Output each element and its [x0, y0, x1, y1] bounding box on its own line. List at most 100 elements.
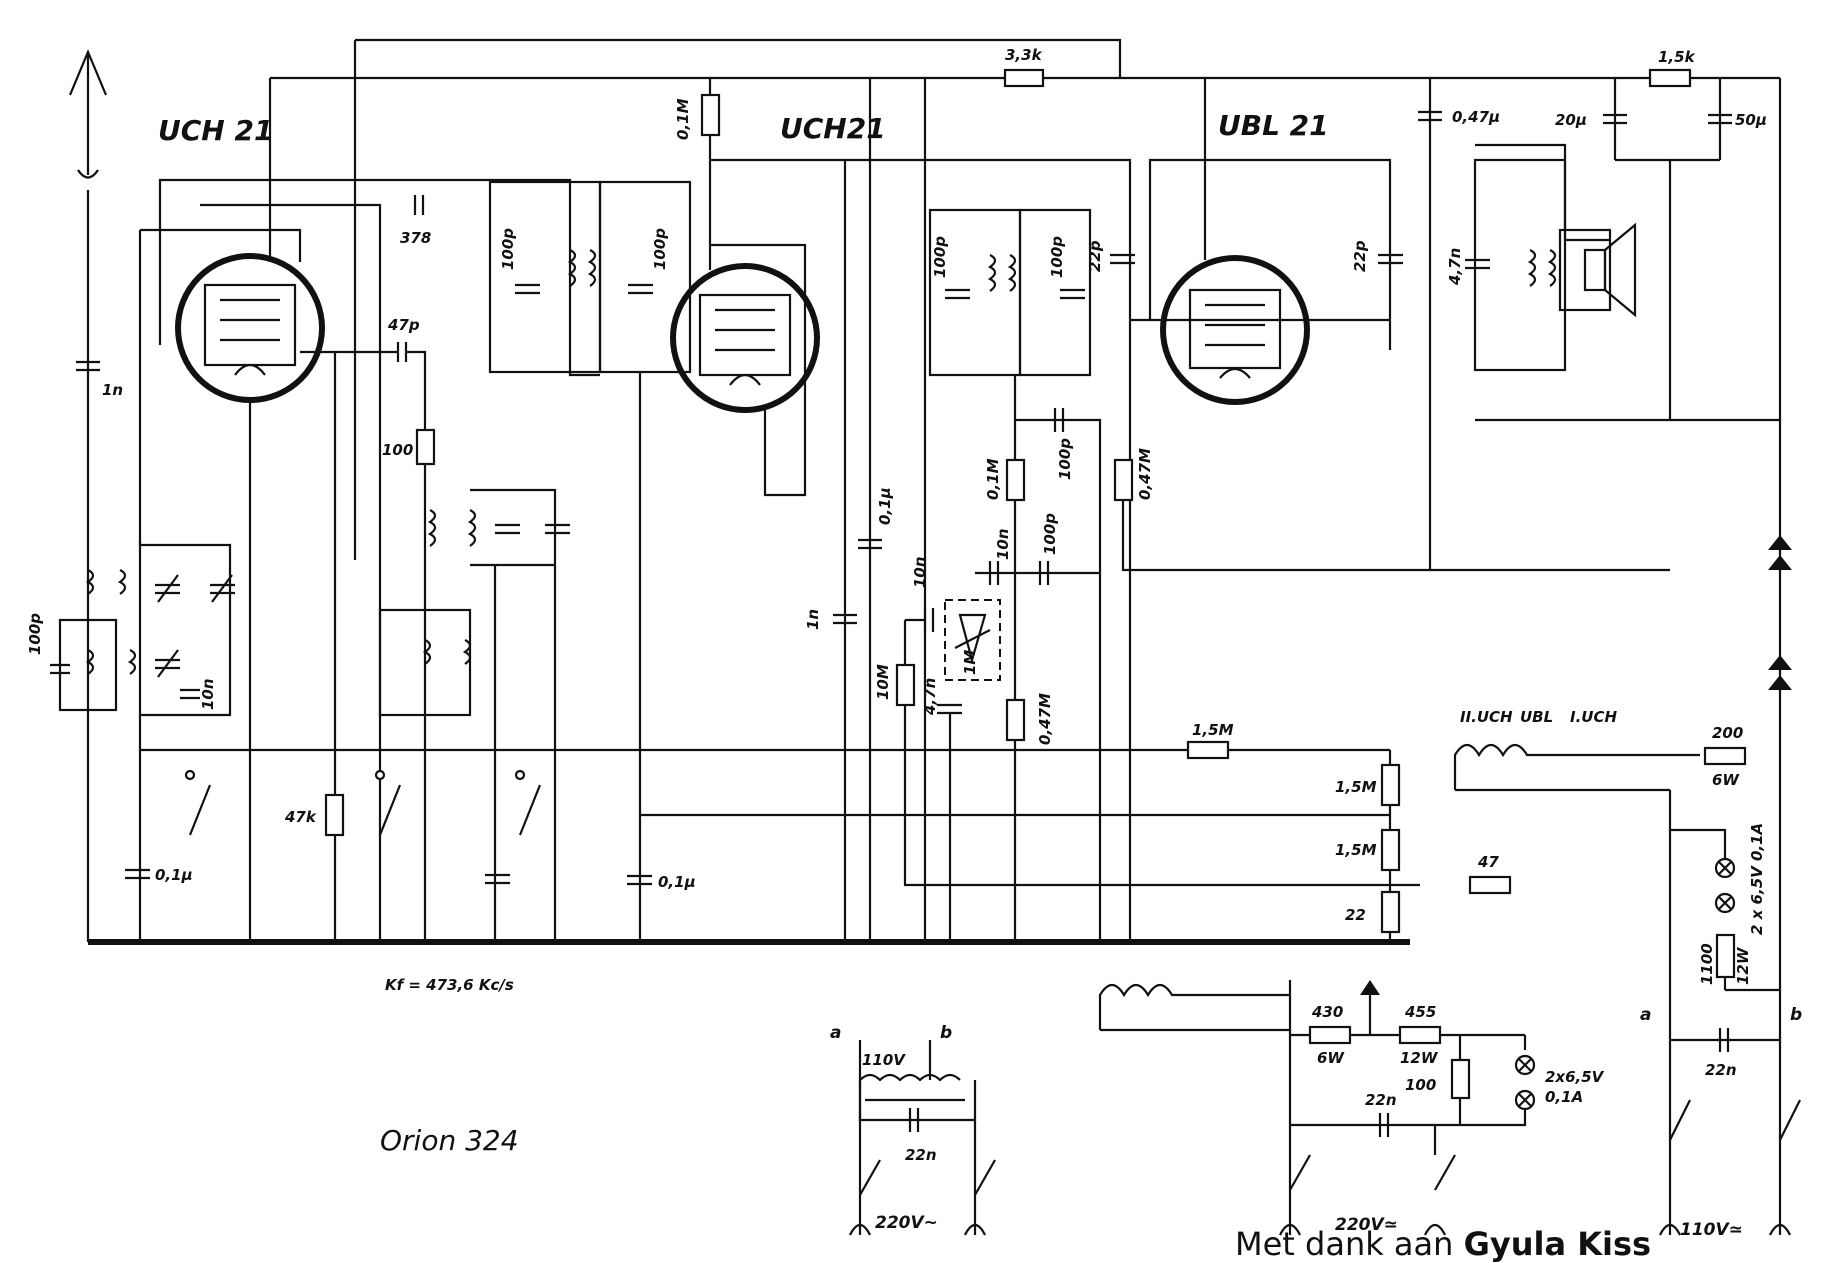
svg-text:1n: 1n: [102, 381, 123, 399]
capacitor-50u: [1708, 113, 1732, 125]
svg-text:1M: 1M: [961, 650, 979, 675]
svg-text:0,1A: 0,1A: [1545, 1088, 1583, 1106]
pilot-lamp-1: [1714, 857, 1736, 879]
svg-text:10M: 10M: [874, 664, 892, 700]
capacitor-22p-a: [1110, 253, 1135, 265]
capacitor-100p-c: [1038, 561, 1050, 585]
resistor-15M-c: [1380, 828, 1401, 872]
svg-text:100p: 100p: [1041, 513, 1059, 555]
svg-text:22n: 22n: [1365, 1091, 1397, 1109]
credit-prefix: Met dank aan: [1235, 1225, 1453, 1263]
svg-text:220V~: 220V~: [875, 1213, 938, 1233]
volume-potentiometer: [944, 599, 1001, 681]
capacitor-047u: [1418, 110, 1442, 122]
svg-text:12W: 12W: [1400, 1049, 1439, 1067]
tube-2: [670, 243, 820, 497]
svg-text:2x6,5V: 2x6,5V: [1545, 1068, 1605, 1086]
pilot-lamp-4: [1514, 1089, 1536, 1111]
top-rail-a: [355, 38, 1122, 78]
svg-text:0,1µ: 0,1µ: [876, 487, 894, 525]
switch-3: [514, 769, 542, 836]
antenna-symbol: [68, 49, 108, 179]
credit-line: Met dank aan Gyula Kiss: [1235, 1225, 1651, 1263]
svg-text:100p: 100p: [1048, 236, 1066, 278]
svg-text:100p: 100p: [499, 228, 517, 270]
tube-3: [1160, 255, 1310, 405]
if-transformer-2: [928, 208, 1092, 377]
capacitor-01u-b: [627, 874, 652, 886]
svg-text:0,47µ: 0,47µ: [1452, 108, 1500, 126]
svg-text:10n: 10n: [199, 678, 217, 710]
trimmer-cap-1: [155, 574, 235, 678]
switch-1: [184, 769, 212, 836]
svg-text:4,7n: 4,7n: [1446, 248, 1464, 286]
heater-chain-alt: [1098, 983, 1290, 1032]
resistor-15M-a: [1186, 740, 1230, 760]
trimmer-cap-2: [485, 873, 510, 885]
svg-text:20µ: 20µ: [1555, 111, 1587, 129]
svg-text:110V: 110V: [862, 1051, 906, 1069]
svg-text:12W: 12W: [1734, 946, 1752, 985]
mains-switch-middle: [1279, 1125, 1456, 1236]
svg-text:1,5k: 1,5k: [1658, 48, 1696, 66]
svg-text:100: 100: [382, 441, 413, 459]
heater-label-3: I.UCH: [1570, 708, 1617, 726]
terminal-b-right: b: [1790, 1005, 1802, 1025]
svg-text:10n: 10n: [911, 556, 929, 588]
capacitor-01u-a: [125, 868, 150, 880]
svg-text:0,47M: 0,47M: [1036, 693, 1054, 745]
svg-text:22n: 22n: [905, 1146, 937, 1164]
heater-label-2: UBL: [1520, 708, 1553, 726]
svg-text:1,5M: 1,5M: [1335, 778, 1377, 796]
svg-text:1n: 1n: [804, 609, 822, 630]
credit-name: Gyula Kiss: [1464, 1225, 1651, 1263]
capacitor-10n-c: [988, 561, 1000, 585]
tube-1: [175, 253, 325, 942]
capacitor-22n-m: [1378, 1113, 1390, 1137]
svg-text:4,7n: 4,7n: [921, 678, 939, 716]
svg-text:110V≃: 110V≃: [1680, 1220, 1743, 1240]
resistor-47k: [324, 793, 345, 837]
svg-text:47: 47: [1477, 853, 1499, 871]
tube-1-label: UCH 21: [158, 114, 273, 147]
svg-text:47k: 47k: [284, 808, 317, 826]
resistor-1k5: [1648, 68, 1692, 88]
capacitor-100p-b: [1053, 408, 1065, 432]
resistor-100-m: [1450, 1058, 1471, 1100]
svg-text:100p: 100p: [651, 228, 669, 270]
svg-text:47p: 47p: [387, 316, 420, 334]
resistor-15M-b: [1380, 763, 1401, 807]
capacitor-22p-b: [1378, 253, 1403, 265]
pilot-lamp-2: [1714, 892, 1736, 914]
if-frequency-note: Kf = 473,6 Kc/s: [385, 976, 514, 994]
terminal-a-right: a: [1640, 1005, 1651, 1025]
capacitor-47p: [396, 342, 408, 362]
capacitor-10n-b: [923, 608, 935, 632]
pilot-lamp-3: [1514, 1054, 1536, 1076]
svg-text:22p: 22p: [1351, 240, 1369, 272]
resistor-3k3: [1003, 68, 1045, 88]
svg-text:100: 100: [1405, 1076, 1436, 1094]
svg-text:0,1M: 0,1M: [674, 98, 692, 140]
svg-text:1100: 1100: [1698, 943, 1716, 985]
resistor-047M-b: [1113, 458, 1134, 502]
heater-chain: [1453, 743, 1700, 792]
tube-2-label: UCH21: [780, 112, 886, 145]
capacitor-22n-r: [1718, 1028, 1730, 1052]
svg-text:6W: 6W: [1317, 1049, 1345, 1067]
svg-text:378: 378: [400, 229, 431, 247]
model-title: Orion 324: [380, 1124, 519, 1157]
loudspeaker-icon: [1583, 222, 1637, 318]
resistor-01M: [700, 93, 721, 137]
svg-text:200: 200: [1712, 724, 1743, 742]
svg-text:22p: 22p: [1086, 240, 1104, 272]
tube-3-label: UBL 21: [1218, 109, 1329, 142]
svg-text:100p: 100p: [1056, 438, 1074, 480]
svg-text:220V≃: 220V≃: [1335, 1215, 1398, 1235]
svg-text:1,5M: 1,5M: [1192, 721, 1234, 739]
svg-text:22: 22: [1345, 906, 1366, 924]
capacitor-20u: [1603, 113, 1627, 125]
svg-text:100p: 100p: [931, 236, 949, 278]
resistor-01M-b: [1005, 458, 1026, 502]
input-coils: [50, 569, 137, 712]
